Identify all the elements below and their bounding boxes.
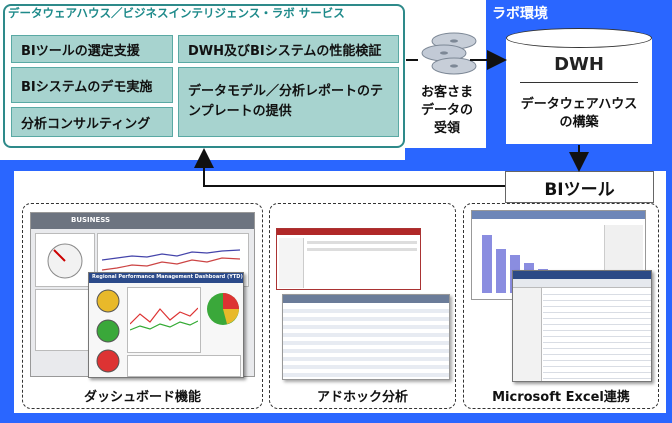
service-performance-verification: DWH及びBIシステムの性能検証 xyxy=(178,35,399,63)
dwh-cylinder-top xyxy=(506,28,652,48)
panel-bridge xyxy=(405,148,486,160)
dwh-caption-line1: データウェアハウス xyxy=(520,97,638,112)
services-title: データウェアハウス／ビジネスインテリジェンス・ラボ サービス xyxy=(8,6,345,20)
customer-data-line3: 受領 xyxy=(433,121,460,136)
dwh-label: DWH xyxy=(554,54,604,75)
dwh-underline xyxy=(520,82,638,83)
adhoc-screenshot-top xyxy=(276,228,421,290)
trend-chart-image xyxy=(102,249,241,271)
service-bi-tool-selection: BIツールの選定支援 xyxy=(11,35,173,63)
adhoc-caption: アドホック分析 xyxy=(316,390,408,405)
dashboard-caption: ダッシュボード機能 xyxy=(83,390,201,405)
bi-to-services-arrow xyxy=(194,148,505,187)
bi-tool-box: BIツール xyxy=(505,171,654,203)
dashboard-brand: BUSINESS xyxy=(71,216,111,224)
lab-title: ラボ環境 xyxy=(492,6,548,22)
data-discs-icon xyxy=(421,32,477,75)
pie-chart-image xyxy=(207,293,239,325)
service-bi-demo: BIシステムのデモ実施 xyxy=(11,67,173,103)
dashboard-header-bar: BUSINESS xyxy=(31,213,254,229)
dashboard-line-chart xyxy=(127,287,201,353)
dwh-caption-line2: の構築 xyxy=(559,115,599,130)
dashboard-window: Regional Performance Management Dashboar… xyxy=(88,272,244,378)
customer-data-caption: お客さま データの 受領 xyxy=(408,84,486,138)
customer-data-line2: データの xyxy=(420,103,473,118)
service-template-provision: データモデル／分析レポートのテンプレートの提供 xyxy=(178,67,399,137)
excel-caption: Microsoft Excel連携 xyxy=(492,390,630,405)
dashboard-table xyxy=(127,355,241,377)
traffic-light-gauges xyxy=(96,289,120,373)
service-analysis-consulting: 分析コンサルティング xyxy=(11,107,173,137)
dashboard-window-titlebar: Regional Performance Management Dashboar… xyxy=(89,273,243,283)
gauge-icon xyxy=(47,243,83,279)
dashboard-window-title: Regional Performance Management Dashboar… xyxy=(92,274,243,280)
dwh-cylinder xyxy=(506,38,652,144)
dwh-caption: データウェアハウス の構築 xyxy=(506,96,652,132)
excel-window xyxy=(512,270,652,382)
gauge-panel xyxy=(35,233,95,287)
customer-data-line1: お客さま xyxy=(420,85,473,100)
adhoc-data-grid xyxy=(282,294,450,380)
